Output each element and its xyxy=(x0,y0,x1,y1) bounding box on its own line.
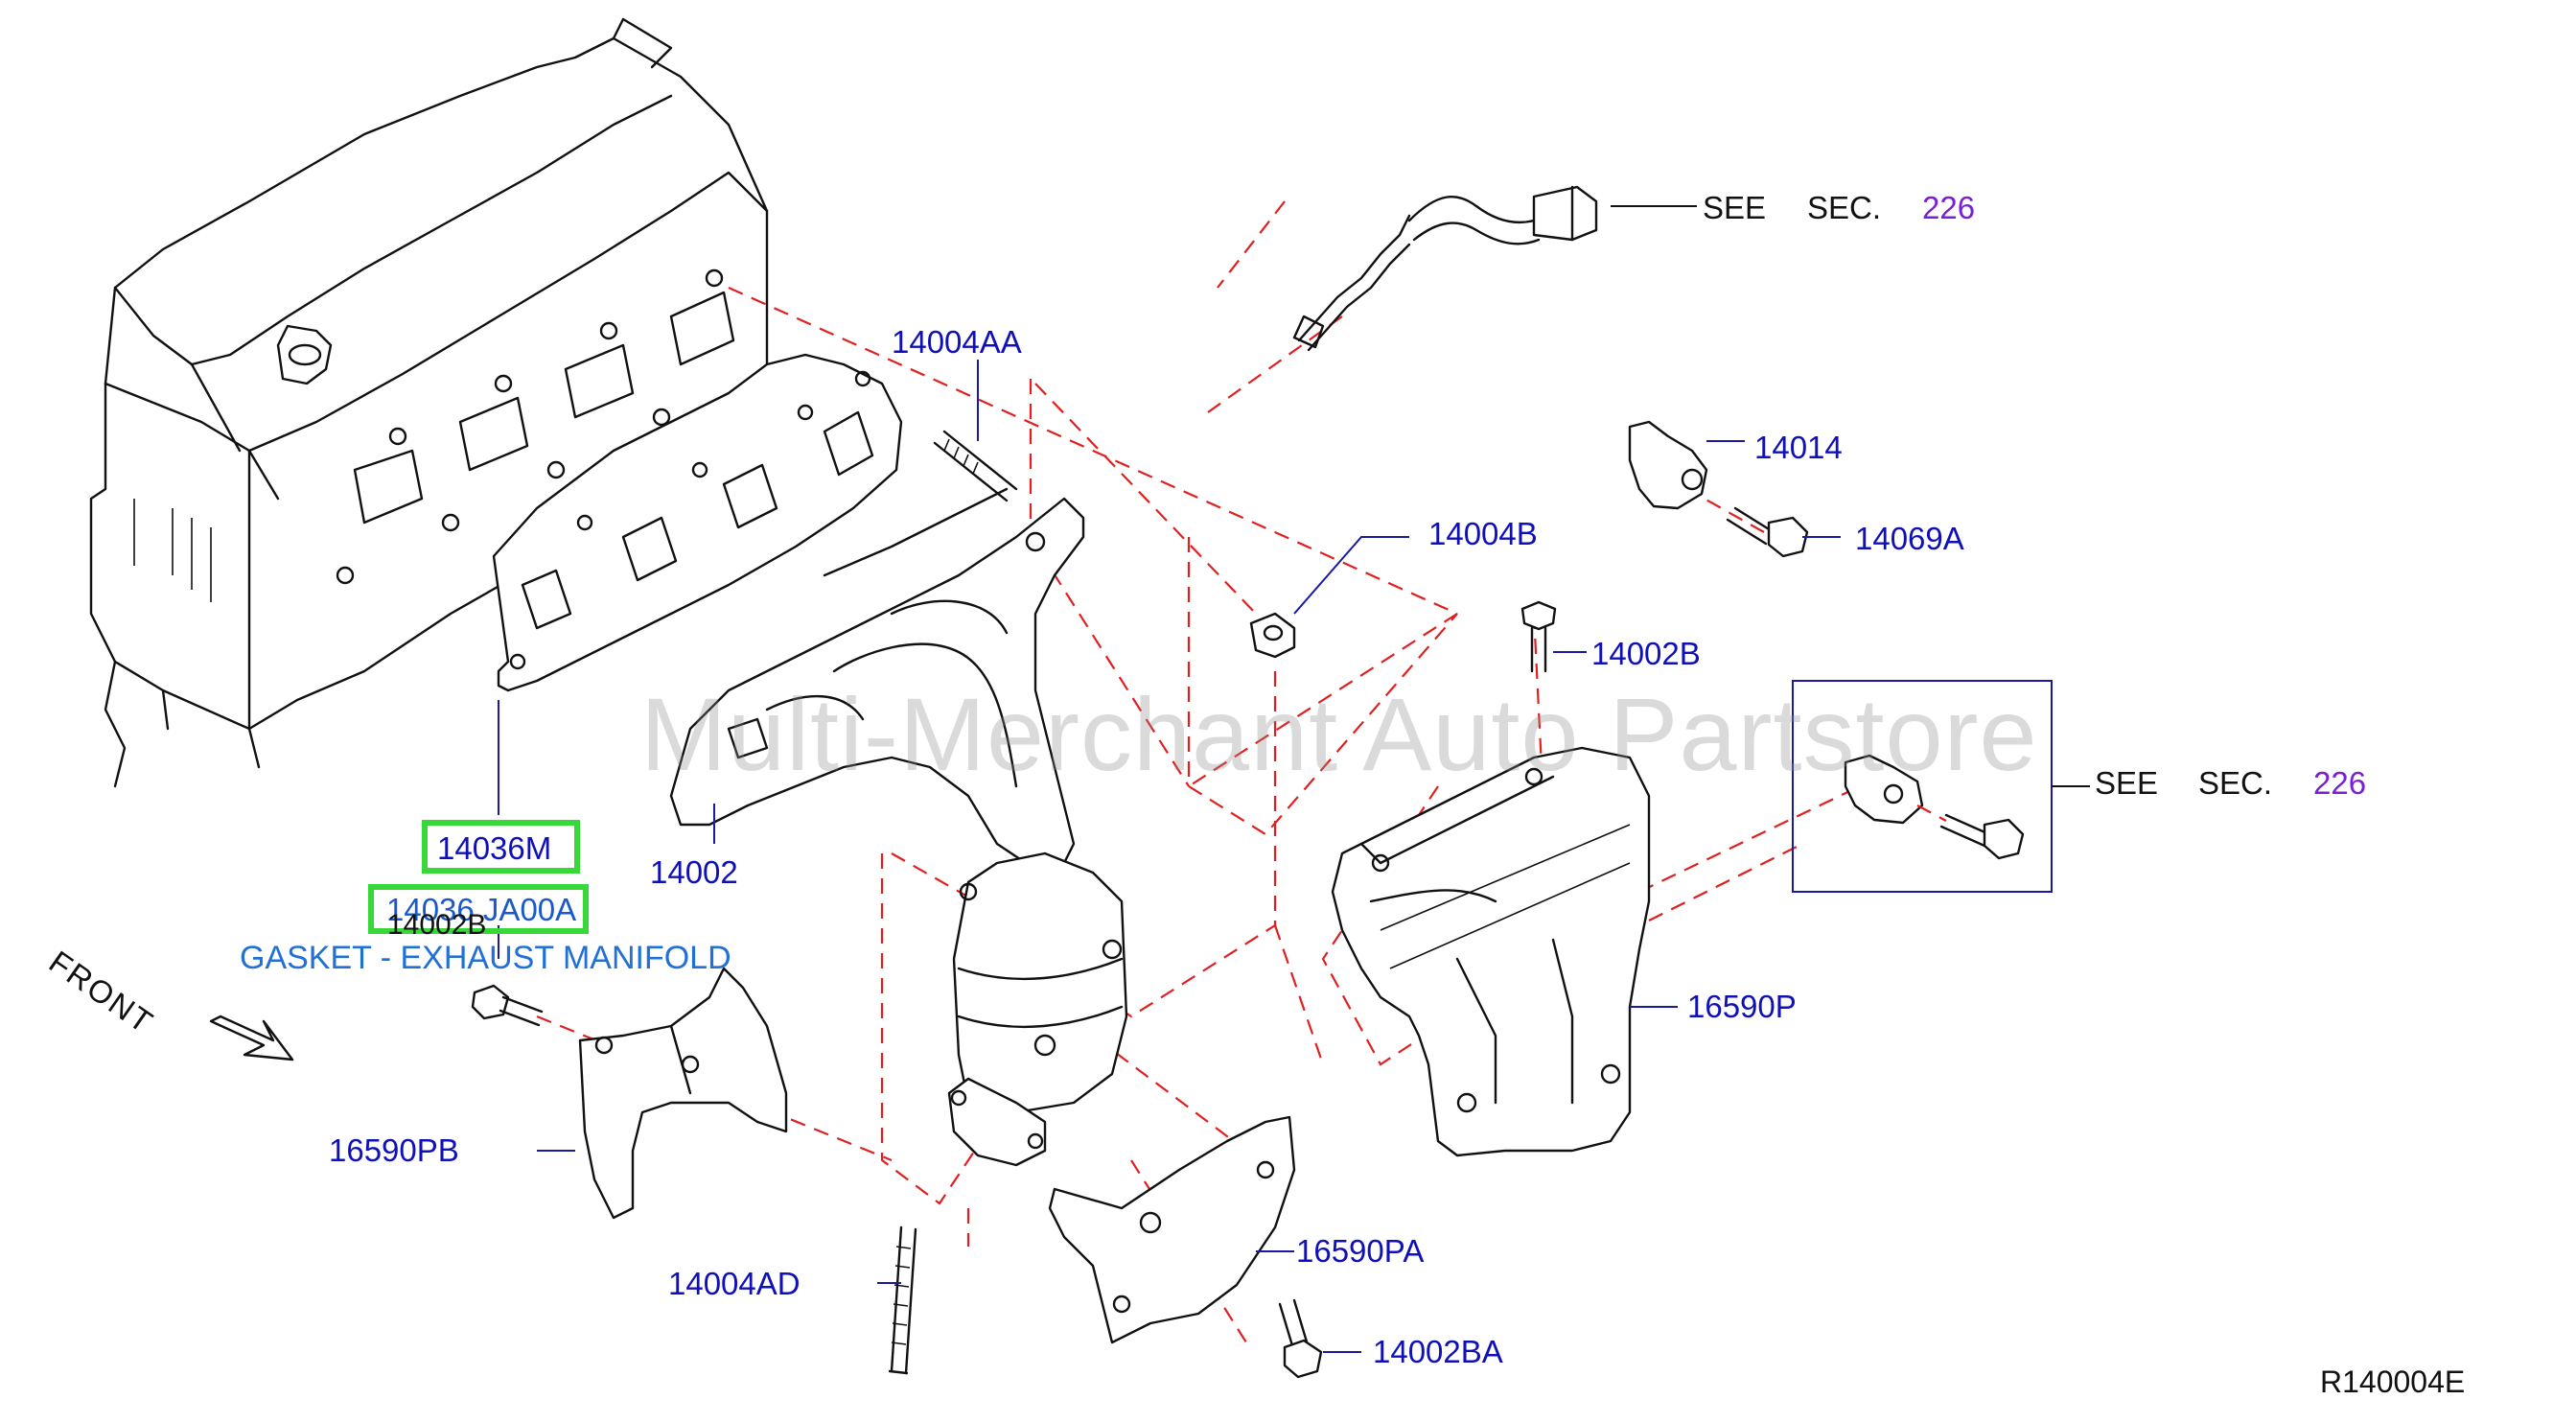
see-reference-top-sec: SEC. xyxy=(1807,190,1882,225)
see-reference-right-see: SEE xyxy=(2095,765,2159,801)
part-label-14002B-left[interactable]: 14002B xyxy=(387,909,487,941)
exhaust-gasket-14036M xyxy=(492,353,903,692)
part-label-14004AD[interactable]: 14004AD xyxy=(668,1266,801,1301)
front-arrow xyxy=(209,1015,294,1061)
heat-shield-16590P xyxy=(1331,746,1651,1157)
part-label-14036JA00A[interactable]: 14036 JA00A xyxy=(386,892,577,927)
bolt-14002B xyxy=(1520,600,1557,673)
see-reference-right-sec: SEC. xyxy=(2198,765,2273,801)
part-label-16590P[interactable]: 16590P xyxy=(1687,989,1797,1024)
part-label-14036M[interactable]: 14036M xyxy=(437,830,552,866)
part-label-14002B[interactable]: 14002B xyxy=(1591,636,1701,671)
part-label-14002BA[interactable]: 14002BA xyxy=(1373,1334,1503,1369)
bolt-14002BA xyxy=(1278,1298,1323,1379)
part-label-14004B[interactable]: 14004B xyxy=(1428,516,1538,551)
part-label-14069A[interactable]: 14069A xyxy=(1855,521,1964,556)
part-label-14014[interactable]: 14014 xyxy=(1754,430,1843,465)
part-description-gasket: GASKET - EXHAUST MANIFOLD xyxy=(240,940,731,976)
heat-shield-16590PA xyxy=(1048,1115,1296,1344)
cylinder-head-drawing xyxy=(89,17,769,788)
bolt-14069A xyxy=(1726,506,1809,558)
watermark-text: Multi-Merchant Auto Partstore xyxy=(640,676,2038,792)
highlight-box-14036JA00A[interactable] xyxy=(368,884,589,934)
see-reference-right-link[interactable]: 226 xyxy=(2313,765,2367,801)
oxygen-sensor xyxy=(1292,185,1598,352)
see-reference-top-see: SEE xyxy=(1703,190,1767,225)
diagram-reference-code: R140004E xyxy=(2320,1365,2466,1399)
stud-14004AA xyxy=(933,430,1018,502)
part-label-14004AA[interactable]: 14004AA xyxy=(892,324,1022,360)
bolt-14002B-left xyxy=(471,984,544,1027)
stud-14004AD xyxy=(888,1225,917,1375)
sensor-14014 xyxy=(1628,420,1708,510)
bracket-16590PB xyxy=(578,967,788,1220)
part-label-16590PA[interactable]: 16590PA xyxy=(1296,1233,1425,1269)
highlight-box-14036M[interactable] xyxy=(422,820,580,874)
part-label-14002[interactable]: 14002 xyxy=(650,854,738,890)
see-reference-top-link[interactable]: 226 xyxy=(1922,190,1976,225)
nut-14004B xyxy=(1249,612,1296,659)
leader-lines xyxy=(498,205,2090,1353)
exhaust-manifold-14002 xyxy=(669,487,1128,1167)
part-label-16590PB[interactable]: 16590PB xyxy=(329,1132,459,1168)
